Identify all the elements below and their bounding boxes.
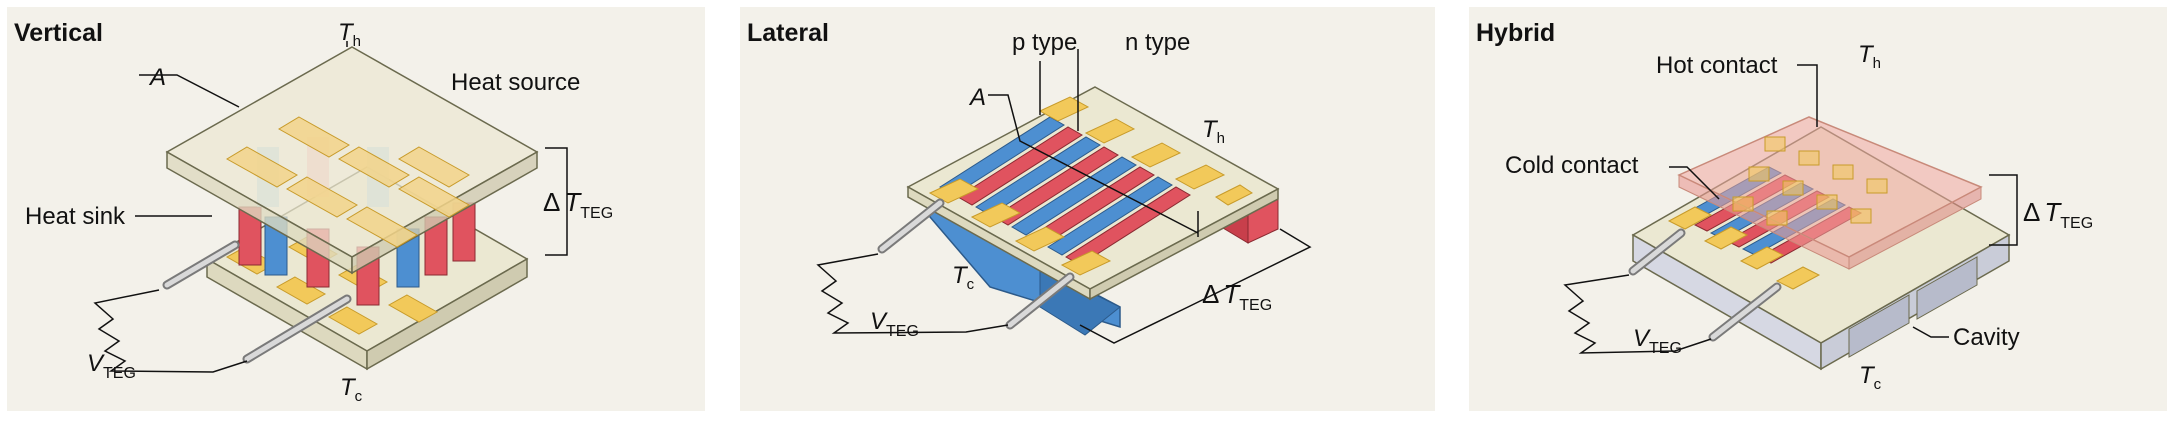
thermoelectric-strips bbox=[939, 116, 1191, 266]
heat-sink-label: Heat sink bbox=[25, 203, 126, 230]
delta-t-bracket bbox=[1079, 228, 1312, 344]
voltage-label: VTEG bbox=[870, 308, 919, 340]
delta-t-bracket bbox=[1989, 174, 2018, 246]
voltage-label: VTEG bbox=[87, 350, 136, 382]
area-label: A bbox=[148, 64, 166, 91]
panel-vertical: Vertical bbox=[7, 7, 705, 411]
t-hot-label: Th bbox=[1858, 41, 1881, 72]
t-hot-label: Th bbox=[338, 19, 361, 50]
p-type-label: p type bbox=[1012, 29, 1077, 56]
load-resistor bbox=[1563, 274, 1712, 354]
cold-contact-label: Cold contact bbox=[1505, 152, 1639, 179]
t-cold-label: Tc bbox=[1859, 362, 1882, 393]
cavity-label: Cavity bbox=[1953, 324, 2020, 351]
panel-hybrid: Hybrid bbox=[1469, 7, 2167, 411]
load-resistor bbox=[93, 289, 248, 373]
t-cold-label: Tc bbox=[952, 262, 975, 293]
output-wires bbox=[877, 198, 1075, 330]
output-wires bbox=[162, 240, 352, 364]
hot-contact-plate bbox=[1677, 116, 1983, 270]
area-label: A bbox=[968, 84, 986, 111]
panel-title: Vertical bbox=[14, 19, 103, 47]
panel-title: Lateral bbox=[747, 19, 829, 47]
panel-title: Hybrid bbox=[1476, 19, 1556, 47]
delta-t-bracket bbox=[545, 147, 568, 256]
t-hot-label: Th bbox=[1202, 116, 1225, 147]
cold-contacts bbox=[1667, 206, 1821, 290]
load-resistor bbox=[816, 253, 1009, 334]
hot-contacts bbox=[1732, 136, 1888, 226]
voltage-label: VTEG bbox=[1633, 325, 1682, 357]
top-contacts bbox=[226, 116, 470, 248]
panel-lateral: Lateral bbox=[740, 7, 1435, 411]
heat-source-label: Heat source bbox=[451, 69, 580, 96]
n-type-label: n type bbox=[1125, 29, 1190, 56]
t-cold-label: Tc bbox=[340, 374, 363, 405]
output-wires bbox=[1628, 228, 1782, 342]
contacts bbox=[928, 96, 1253, 276]
hot-contact-label: Hot contact bbox=[1656, 52, 1778, 79]
